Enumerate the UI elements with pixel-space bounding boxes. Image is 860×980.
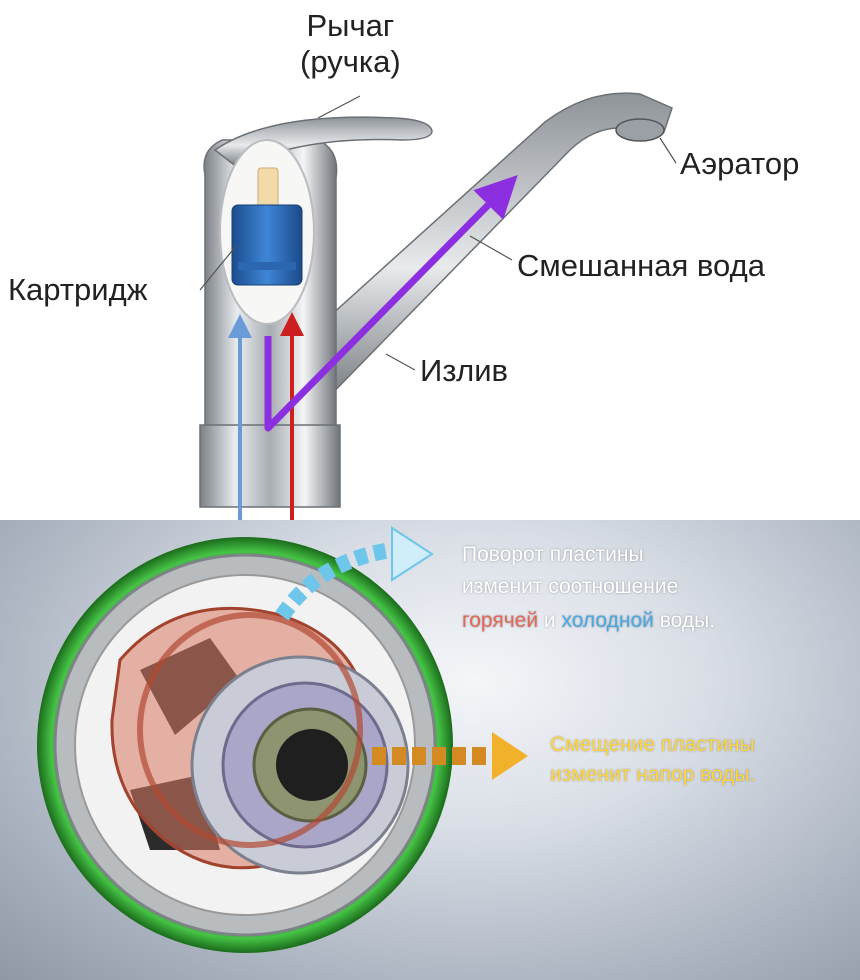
- rotation-note-line1: Поворот пластины: [462, 543, 644, 566]
- rotation-note-line3: горячей и холодной воды.: [462, 608, 715, 634]
- cartridge-band: [238, 262, 296, 270]
- cartridge-shape: [231, 204, 303, 286]
- and-word: и: [538, 609, 562, 632]
- lever-label: Рычаг (ручка): [300, 8, 401, 79]
- aerator-leader: [659, 137, 677, 164]
- spout-shape: [266, 92, 673, 412]
- cartridge-section-panel: Поворот пластины изменит соотношение гор…: [0, 520, 860, 980]
- mixed-flow-arrow: [264, 175, 518, 432]
- hot-word: горячей: [462, 609, 539, 632]
- lever-shape: [213, 116, 433, 169]
- aerator-label: Аэратор: [680, 146, 800, 181]
- cartridge-cross-section: [37, 526, 528, 953]
- mixed-water-label: Смешанная вода: [517, 248, 765, 283]
- spout-label: Излив: [420, 353, 509, 388]
- cartridge-label: Картридж: [8, 272, 148, 307]
- rotation-note-line2: изменит соотношение: [462, 575, 679, 598]
- cartridge-stem: [257, 167, 279, 209]
- lever-leader: [317, 95, 361, 119]
- faucet-illustration: [199, 92, 677, 520]
- shift-arrowhead: [492, 732, 528, 780]
- center-hole: [276, 729, 348, 801]
- cartridge-leader: [199, 245, 237, 291]
- rotation-arrowhead: [391, 526, 434, 582]
- aerator-shape: [615, 118, 665, 142]
- water-word: воды.: [653, 609, 716, 632]
- faucet-panel: Рычаг (ручка) Аэратор Картридж Смешанная…: [8, 8, 800, 520]
- shift-note-line1: Смещение пластины: [550, 733, 755, 756]
- spout-leader: [385, 353, 416, 371]
- faucet-base: [199, 424, 341, 508]
- rotation-arrow-shaft: [275, 542, 394, 621]
- plate-outline: [137, 612, 363, 848]
- shift-note-line2: изменит напор воды.: [550, 763, 756, 786]
- mixed-water-leader: [469, 235, 513, 261]
- cold-word: холодной: [561, 609, 654, 632]
